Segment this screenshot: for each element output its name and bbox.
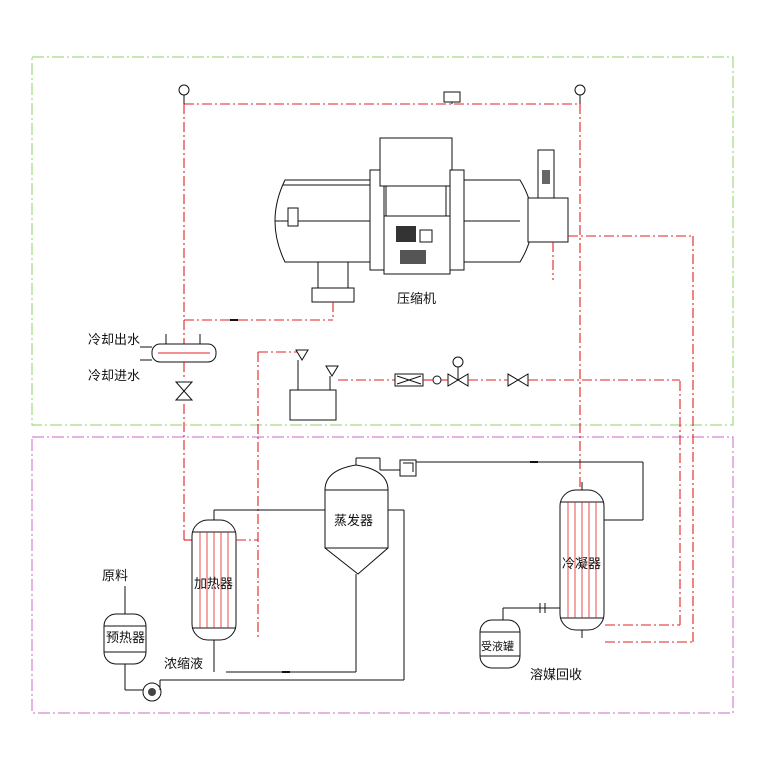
pressure-gauge-right-icon — [574, 84, 586, 96]
demister-icon — [399, 459, 417, 477]
label-compressor: 压缩机 — [397, 291, 436, 307]
upper-zone-border — [31, 56, 734, 426]
suction-line — [184, 302, 334, 321]
sight-glass-icon — [432, 375, 442, 385]
top-refrigerant-loop — [178, 84, 586, 345]
label-receiver-tank: 受液罐 — [481, 639, 514, 653]
oil-separator-branch — [257, 349, 680, 640]
label-evaporator: 蒸发器 — [334, 513, 373, 529]
label-condenser: 冷凝器 — [562, 556, 601, 572]
feed-pump-icon — [125, 680, 162, 702]
condenser — [559, 482, 605, 638]
cooler-valve-icon — [174, 362, 196, 541]
recirculation-line — [160, 509, 405, 681]
condensate-line — [502, 603, 560, 620]
pressure-gauge-left-icon — [178, 84, 190, 96]
label-raw-material: 原料 — [102, 569, 128, 584]
heater — [191, 509, 325, 672]
preheater — [103, 586, 147, 690]
label-preheater: 预热器 — [106, 631, 145, 646]
vapor-line — [379, 458, 644, 521]
label-cooling-water-in: 冷却进水 — [88, 369, 140, 384]
discharge-line — [568, 235, 694, 643]
lower-zone-border — [31, 436, 734, 714]
label-heater: 加热器 — [194, 577, 233, 592]
pressure-switch-icon — [443, 91, 461, 103]
shutoff-valve-icon — [507, 373, 529, 387]
label-solvent-recovery: 溶媒回收 — [530, 668, 582, 683]
label-cooling-water-out: 冷却出水 — [88, 333, 140, 348]
receiver-tank — [479, 619, 521, 669]
evaporator — [324, 457, 389, 672]
cooling-water-exchanger — [140, 334, 217, 363]
compressor — [274, 137, 569, 303]
label-concentrate: 浓缩液 — [164, 656, 203, 672]
